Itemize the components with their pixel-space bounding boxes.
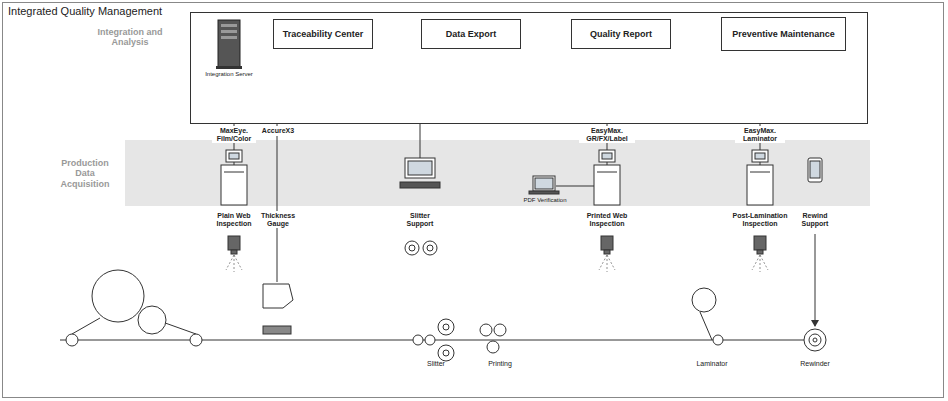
product-name: AccureX3 (258, 126, 298, 136)
machine-label: Printing (480, 360, 520, 368)
box-label: Traceability Center (283, 29, 364, 39)
machine-label: Rewinder (793, 360, 837, 368)
acquisition-band: Production Data Acquisition (125, 140, 870, 206)
section-heading: Integration and Analysis (91, 27, 169, 48)
station-label: Rewind Support (794, 211, 836, 228)
box-label: Preventive Maintenance (732, 29, 835, 39)
station-label: Printed Web Inspection (582, 211, 632, 228)
function-box: Traceability Center (273, 19, 373, 49)
product-name: EasyMax. GR/FX/Label (579, 126, 635, 143)
machine-label: Slitter (416, 360, 456, 368)
machine-label: Laminator (689, 360, 735, 368)
product-name: EasyMax. Laminator (735, 126, 785, 143)
section-heading: Production Data Acquisition (53, 158, 117, 189)
box-label: Quality Report (590, 29, 652, 39)
function-box: Preventive Maintenance (721, 17, 846, 51)
station-label: Post-Lamination Inspection (729, 211, 791, 228)
figure-title: Integrated Quality Management (8, 5, 162, 17)
station-label: Thickness Gauge (257, 211, 299, 228)
function-box: Quality Report (571, 19, 671, 49)
station-label: Slitter Support (399, 211, 441, 228)
box-label: Data Export (446, 29, 497, 39)
function-box: Data Export (421, 19, 521, 49)
integration-box: Integration and AnalysisTraceability Cen… (190, 12, 868, 124)
station-label: Plain Web Inspection (213, 211, 255, 228)
caption-text: PDF Verification (514, 197, 576, 204)
product-name: MaxEye. Film/Color (212, 126, 256, 143)
caption-text: Integration Server (199, 71, 259, 78)
